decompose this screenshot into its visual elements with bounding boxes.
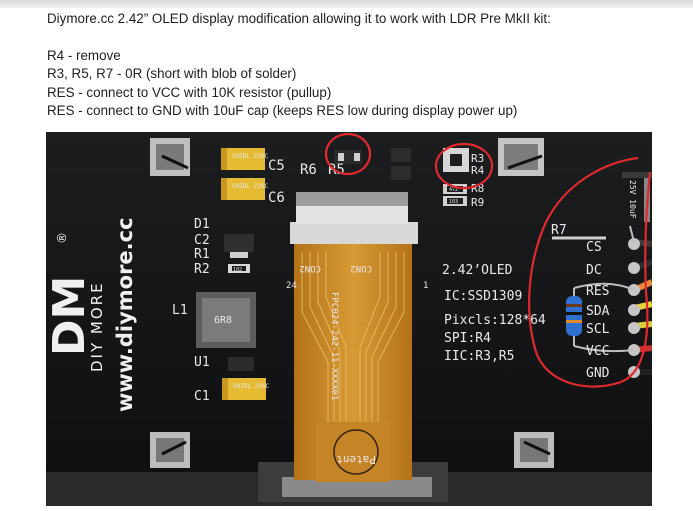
instruction-line: R3, R5, R7 - 0R (short with blob of sold… bbox=[47, 66, 297, 81]
label-r1: R1 bbox=[194, 247, 210, 262]
diode-d1 bbox=[224, 234, 254, 252]
label-u1: U1 bbox=[194, 355, 210, 370]
spec-spi: SPI:R4 bbox=[444, 331, 491, 346]
flex-ribbon bbox=[294, 244, 412, 482]
con2-label-b: CON2 bbox=[350, 263, 372, 273]
pin-label-dc: DC bbox=[586, 263, 602, 278]
label-r4: R4 bbox=[471, 164, 485, 177]
brand-block: www.diymore.cc DIY MORE DM ® bbox=[46, 217, 137, 412]
added-pullup-resistor bbox=[566, 282, 635, 353]
pin-1-label: 1 bbox=[423, 281, 428, 291]
resistor-r1-marking: 102 bbox=[233, 267, 242, 273]
regulator-u1 bbox=[228, 357, 254, 371]
label-c1: C1 bbox=[194, 389, 210, 404]
resistor-r9-marking: 103 bbox=[449, 199, 458, 205]
inductor-l1 bbox=[196, 292, 256, 348]
red-annotations bbox=[324, 132, 652, 388]
label-c2: C2 bbox=[194, 233, 210, 248]
tantalum-marking-b: SHIDL 226C bbox=[232, 183, 269, 190]
document-text: Diymore.cc 2.42” OLED display modificati… bbox=[47, 10, 667, 121]
registered-mark: ® bbox=[55, 232, 69, 244]
label-c6: C6 bbox=[268, 190, 285, 206]
patent-label: Patent bbox=[336, 453, 376, 466]
pin-24-label: 24 bbox=[286, 281, 297, 291]
spec-ic: IC:SSD1309 bbox=[444, 289, 522, 304]
label-r7: R7 bbox=[551, 223, 567, 238]
label-r6: R6 bbox=[300, 162, 317, 178]
instruction-line: R4 - remove bbox=[47, 47, 121, 63]
tantalum-marking-a: SHIDL 226C bbox=[232, 153, 269, 160]
label-l1: L1 bbox=[172, 303, 188, 318]
inductor-marking: 6R8 bbox=[214, 315, 232, 326]
diode-pad bbox=[230, 252, 248, 258]
pin-label-scl: SCL bbox=[586, 322, 610, 337]
ffc-connector bbox=[290, 192, 418, 244]
mounting-holes bbox=[150, 138, 554, 468]
annotation-circle-r3-r4 bbox=[434, 142, 494, 190]
oled-board-photo: CON2 CON2 24 1 FPC024-242-11-XXXX01 Pate… bbox=[46, 132, 652, 506]
pin-label-gnd: GND bbox=[586, 366, 610, 381]
oled-board-illustration: CON2 CON2 24 1 FPC024-242-11-XXXX01 Pate… bbox=[46, 132, 652, 506]
con2-label-a: CON2 bbox=[299, 263, 321, 273]
document-heading: Diymore.cc 2.42” OLED display modificati… bbox=[47, 11, 551, 26]
instruction-line: RES - connect to GND with 10uF cap (keep… bbox=[47, 103, 518, 118]
annotation-circle-r5 bbox=[324, 132, 372, 176]
pin-label-sda: SDA bbox=[586, 304, 610, 319]
tantalum-marking-c: SHIDL 226C bbox=[233, 383, 270, 390]
spec-pixels: Pixcls:128*64 bbox=[444, 313, 546, 328]
resistor-r8-marking: 472 bbox=[449, 187, 458, 193]
label-d1: D1 bbox=[194, 217, 210, 232]
label-r8: R8 bbox=[471, 182, 484, 195]
annotation-circle-header bbox=[528, 156, 652, 388]
brand-name: DIY MORE bbox=[88, 281, 106, 372]
spec-iic: IIC:R3,R5 bbox=[444, 349, 514, 364]
pin-label-res: RES bbox=[586, 284, 609, 299]
top-edge-bar bbox=[0, 0, 693, 8]
label-r9: R9 bbox=[471, 196, 484, 209]
label-c5: C5 bbox=[268, 158, 285, 174]
brand-url: www.diymore.cc bbox=[113, 217, 137, 412]
ribbon-part-code: FPC024-242-11-XXXX01 bbox=[329, 292, 339, 400]
header-wires bbox=[628, 238, 652, 378]
instruction-line: RES - connect to VCC with 10K resistor (… bbox=[47, 84, 332, 100]
capacitor-part bbox=[391, 148, 411, 162]
tantalum-capacitors bbox=[221, 148, 266, 400]
pin-label-cs: CS bbox=[586, 240, 602, 255]
label-r3: R3 bbox=[471, 152, 484, 165]
spec-oled-size: 2.42’OLED bbox=[442, 263, 513, 278]
label-r2: R2 bbox=[194, 262, 210, 277]
pin-label-vcc: VCC bbox=[586, 344, 609, 359]
capacitor-value: 25V 10uF bbox=[628, 180, 637, 219]
brand-logo: DM bbox=[46, 276, 95, 356]
